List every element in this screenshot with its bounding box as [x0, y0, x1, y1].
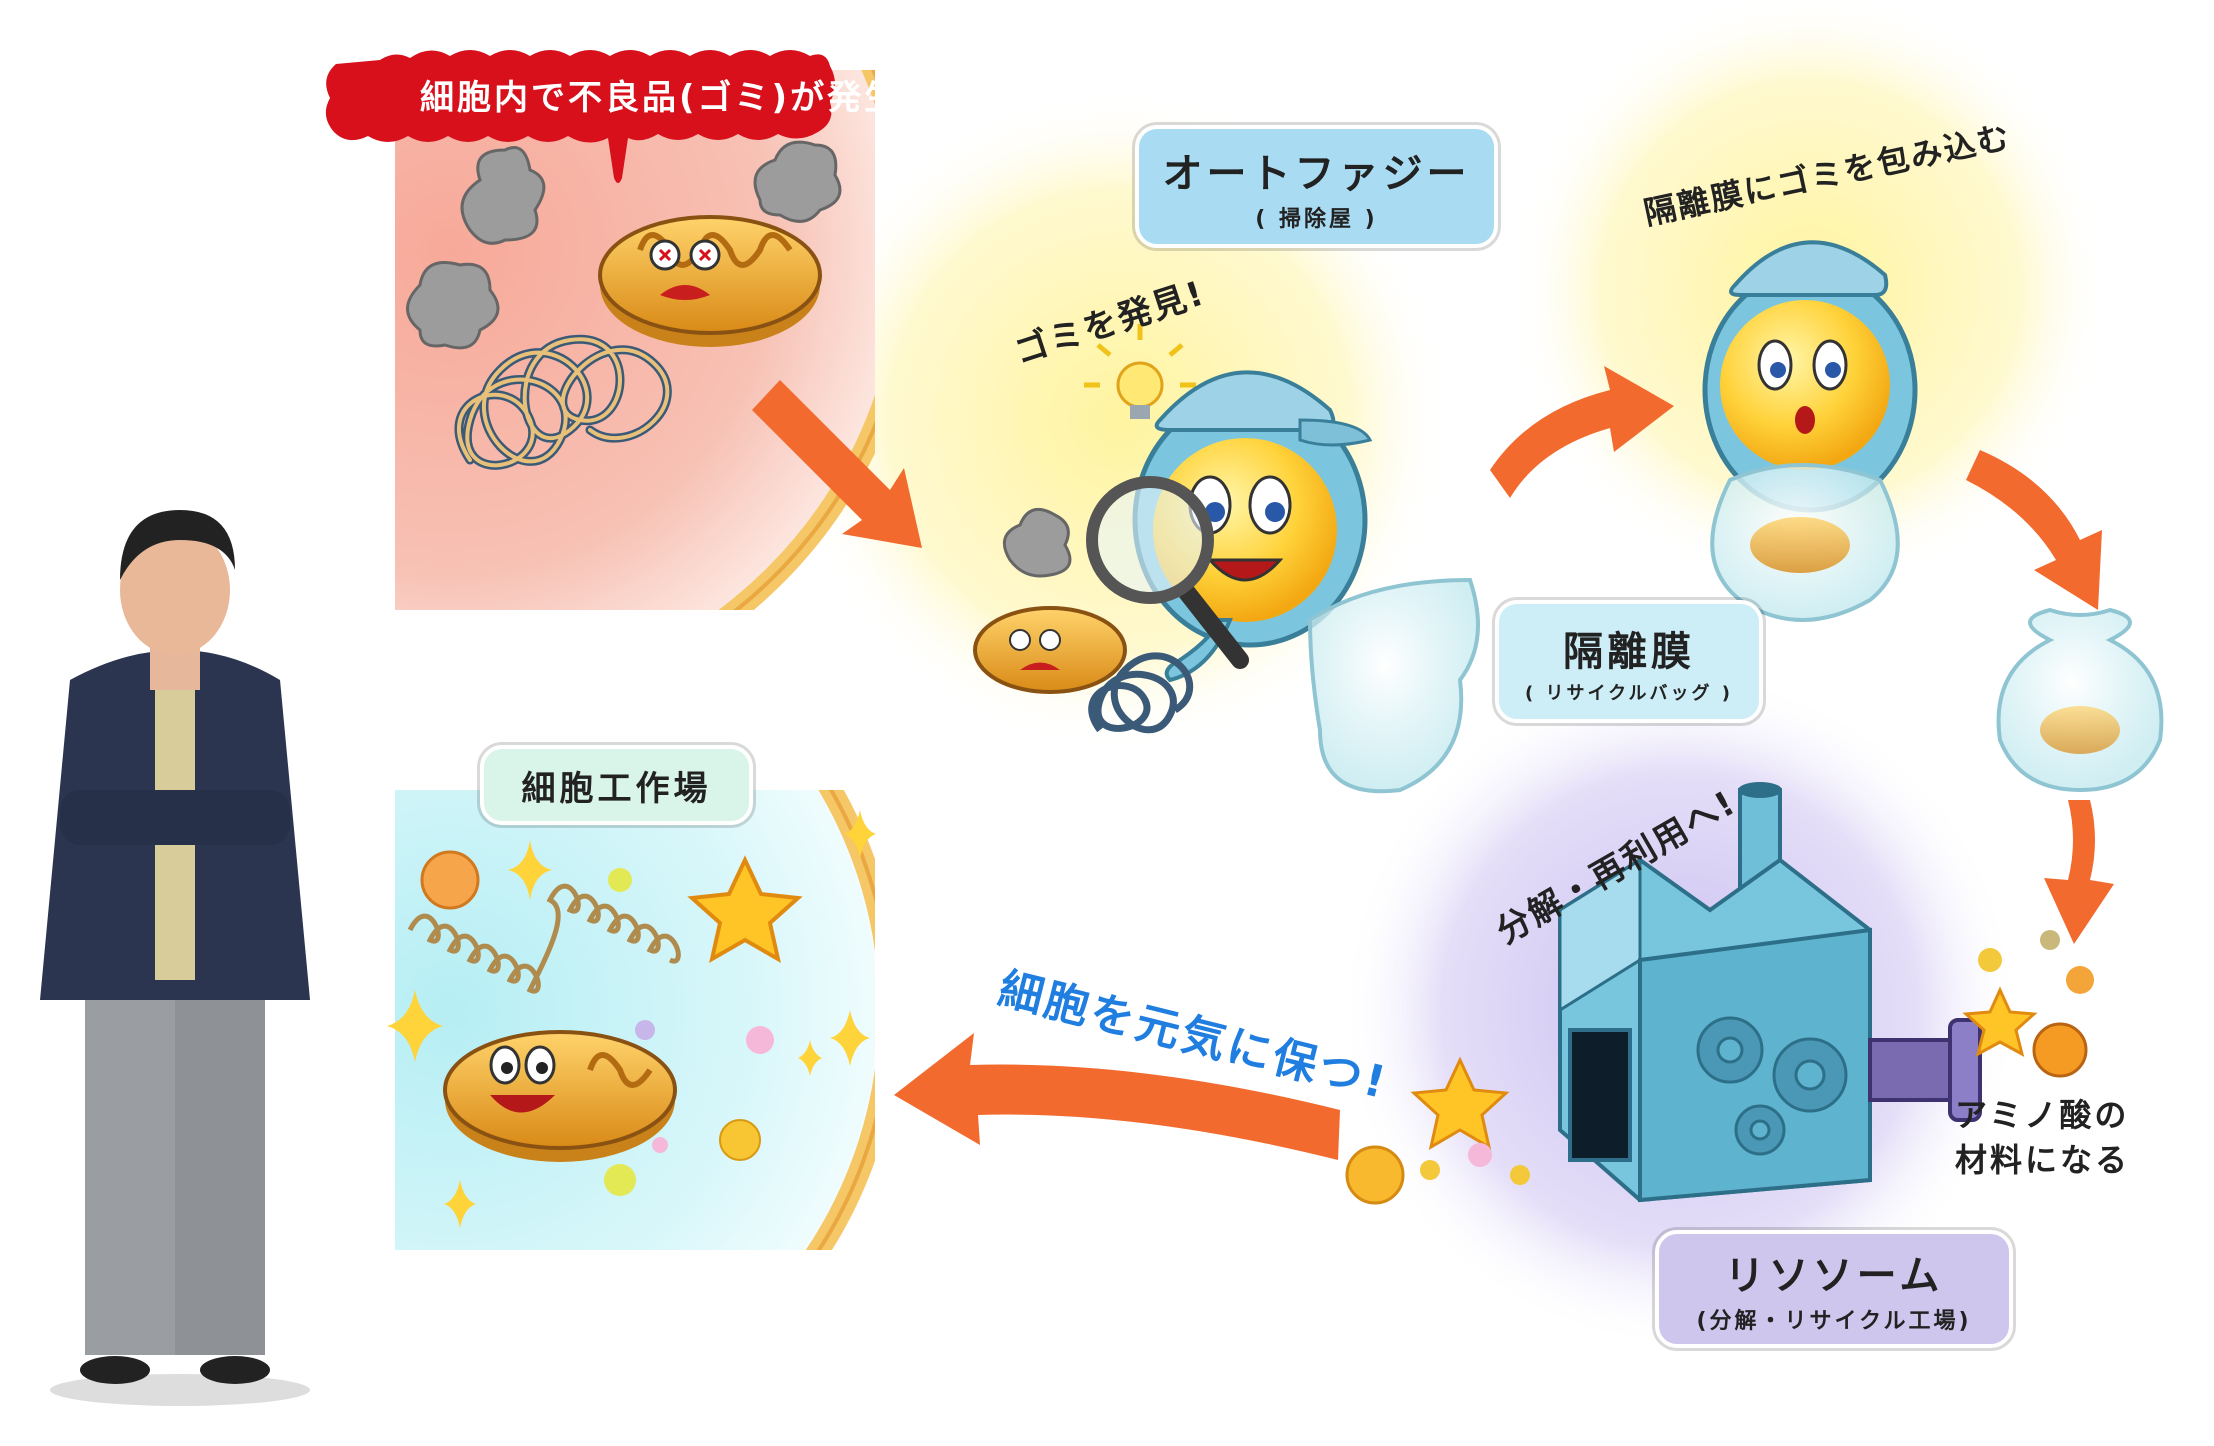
sparkle-icon	[387, 810, 876, 1228]
amino-acid-line2: 材料になる	[1955, 1141, 2131, 1179]
closed-bag-icon	[1996, 607, 2164, 793]
cell-factory-label-box: 細胞工作場	[480, 745, 753, 825]
membrane-title: 隔離膜	[1563, 628, 1695, 675]
bag-icon	[1307, 577, 1480, 794]
garbage-banner	[325, 50, 835, 183]
smoke-icon	[406, 140, 842, 350]
tangled-protein-icon-inner	[456, 337, 670, 468]
cell-factory-title: 細胞工作場	[521, 768, 712, 809]
healthy-mitochondria-icon	[443, 1030, 677, 1162]
amino-particles	[1962, 930, 2094, 1078]
small-tangle-icon	[1088, 652, 1194, 734]
lightbulb-icon	[1084, 324, 1196, 419]
coil-protein-icon	[407, 883, 681, 994]
person-figure-icon	[40, 510, 310, 1406]
arrow-3	[1966, 450, 2102, 610]
nutrient-dots	[420, 850, 774, 1196]
mitochondria-icon	[598, 215, 822, 347]
autophagy-subtitle: ( 掃除屋 )	[1255, 206, 1378, 232]
flow-arrows	[752, 366, 2114, 1160]
star-icon	[687, 855, 803, 963]
autophagy-label-box: オートファジー ( 掃除屋 )	[1135, 125, 1498, 248]
membrane-subtitle: ( リサイクルバッグ )	[1524, 682, 1734, 704]
small-mitochondria-icon	[973, 507, 1127, 694]
autophagy-title: オートファジー	[1162, 150, 1471, 197]
garbage-banner-text: 細胞内で不良品(ゴミ)が発生	[420, 78, 902, 118]
arrow-5	[894, 1033, 1340, 1160]
lysosome-label-box: リソソーム (分解・リサイクル工場)	[1655, 1230, 2013, 1348]
arrow-1	[752, 380, 922, 548]
gear-icon	[1696, 1016, 1848, 1156]
magnifier-icon	[1086, 476, 1249, 669]
lysosome-subtitle: (分解・リサイクル工場)	[1696, 1309, 1972, 1334]
arrow-2	[1490, 366, 1674, 498]
lysosome-title: リソソーム	[1724, 1253, 1944, 1299]
membrane-label-box: 隔離膜 ( リサイクルバッグ )	[1495, 600, 1763, 723]
wrapping-character-icon	[1702, 240, 1918, 622]
amino-acid-line1: アミノ酸の	[1955, 1096, 2130, 1134]
arrow-4	[2044, 800, 2114, 944]
exit-particles	[1345, 1056, 1530, 1205]
